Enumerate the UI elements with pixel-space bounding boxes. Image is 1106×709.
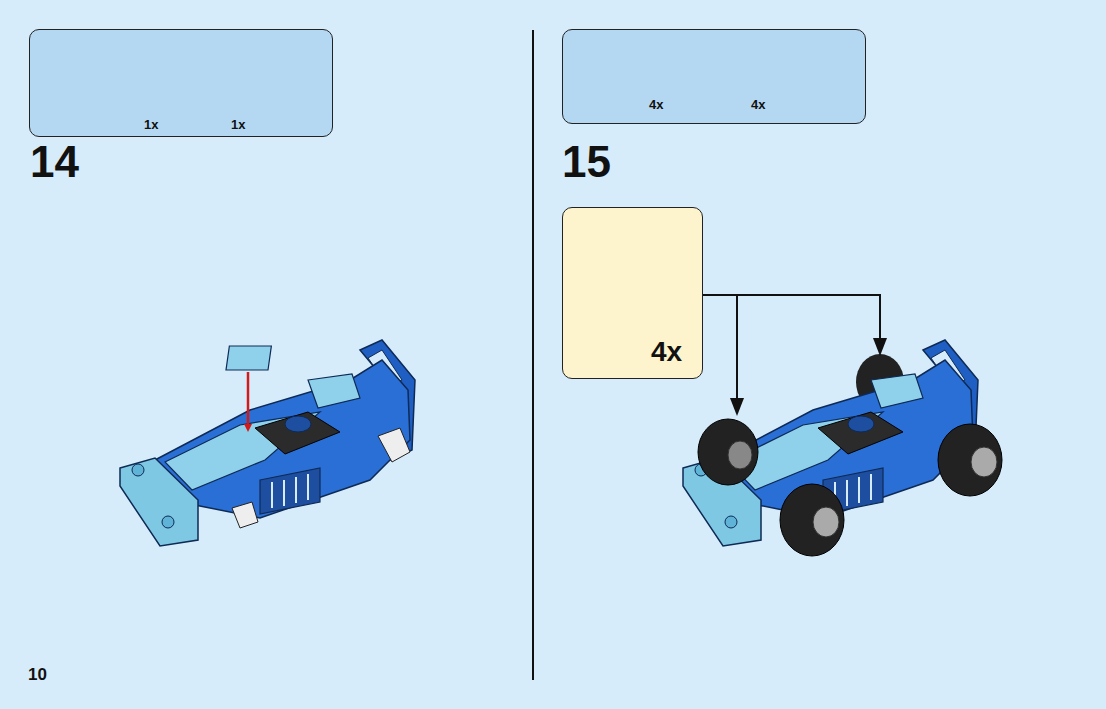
quantity-label: 1x [144, 118, 158, 131]
parts-panel: 1x 1x [29, 29, 333, 137]
step-number: 14 [30, 140, 79, 184]
quantity-label: 1x [231, 118, 245, 131]
quantity-label: 4x [651, 338, 682, 366]
quantity-label: 4x [751, 98, 765, 111]
callout-box: 4x [562, 207, 703, 379]
step-number: 15 [562, 140, 611, 184]
parts-panel: 4x 4x [562, 29, 866, 124]
quantity-label: 4x [649, 98, 663, 111]
page-number: 10 [28, 666, 47, 683]
